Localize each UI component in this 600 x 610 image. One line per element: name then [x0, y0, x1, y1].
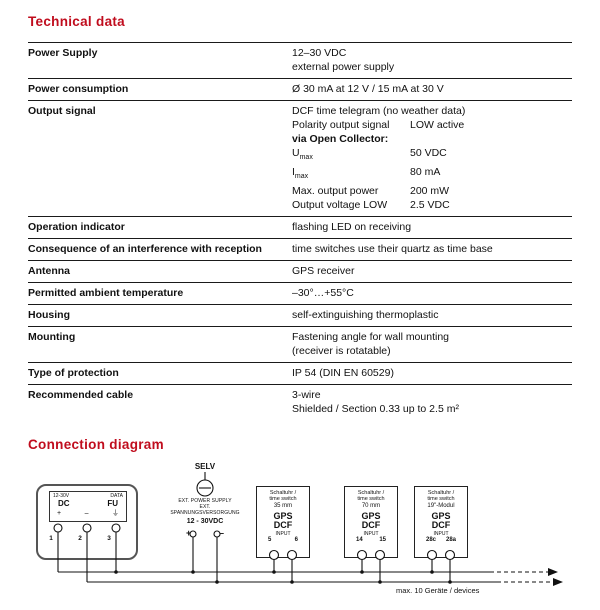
supply-caption-de: EXT. SPANNUNGSVERSORGUNG	[170, 504, 240, 517]
row-value: DCF time telegram (no weather data) Pola…	[292, 105, 466, 212]
table-row: Type of protection IP 54 (DIN EN 60529)	[28, 362, 572, 384]
time-switch-70mm: Schaltuhr / time switch 70 mm GPS DCF IN…	[344, 486, 398, 559]
page-title: Technical data	[28, 14, 125, 29]
arrow-right-icon	[553, 578, 563, 587]
table-row: Antenna GPS receiver	[28, 260, 572, 282]
table-row: Output signal DCF time telegram (no weat…	[28, 100, 572, 216]
gps-receiver-device: 12-30V DATA DC FU + – ⏚ 1 2 3	[36, 484, 138, 561]
row-value: 12–30 VDC external power supply	[292, 47, 395, 73]
device-voltage-label: 12-30V	[53, 493, 70, 500]
row-label: Power Supply	[28, 47, 98, 59]
max-devices-note: max. 10 Geräte / devices	[396, 586, 480, 596]
row-label: Recommended cable	[28, 389, 134, 402]
table-row: Mounting Fastening angle for wall mounti…	[28, 326, 572, 362]
row-value: 3-wire Shielded / Section 0.33 up to 2.5…	[292, 389, 459, 416]
table-row: Consequence of an interference with rece…	[28, 238, 572, 260]
table-row: Housing self-extinguishing thermoplastic	[28, 304, 572, 326]
supply-caption-en: EXT. POWER SUPPLY	[178, 498, 232, 505]
table-row: Operation indicator flashing LED on rece…	[28, 216, 572, 238]
row-value: flashing LED on receiving	[292, 221, 412, 234]
time-switch-19inch: Schaltuhr / time switch 19"-Modul GPS DC…	[414, 486, 468, 559]
table-row: Recommended cable 3-wire Shielded / Sect…	[28, 384, 572, 420]
device-data-label: DATA	[110, 493, 123, 500]
minus-symbol: –	[84, 510, 89, 518]
external-power-supply: SELV EXT. POWER SUPPLY EXT. SPANNUNGSVER…	[168, 462, 242, 538]
row-label: Power consumption	[28, 83, 129, 95]
plus-symbol: +	[57, 510, 62, 518]
row-label: Output signal	[28, 105, 96, 117]
connection-diagram: 12-30V DATA DC FU + – ⏚ 1 2 3	[0, 458, 600, 610]
diagram-title: Connection diagram	[28, 437, 164, 453]
table-row: Power Supply 12–30 VDC external power su…	[28, 42, 572, 78]
device-terminal-numbers: 1 2 3	[49, 535, 111, 543]
table-row: Power consumption Ø 30 mA at 12 V / 15 m…	[28, 78, 572, 100]
row-label: Housing	[28, 309, 70, 322]
row-value: IP 54 (DIN EN 60529)	[292, 367, 394, 380]
row-label: Type of protection	[28, 367, 119, 380]
row-value: Fastening angle for wall mounting (recei…	[292, 331, 450, 358]
arrow-right-icon	[548, 568, 558, 577]
device-fu-label: FU	[107, 499, 118, 509]
supply-symbol-space	[168, 472, 242, 498]
row-label: Permitted ambient temperature	[28, 287, 184, 300]
device-terminal-block: 12-30V DATA DC FU + – ⏚	[49, 491, 127, 523]
selv-label: SELV	[194, 462, 216, 472]
row-label: Consequence of an interference with rece…	[28, 243, 262, 256]
row-value: Ø 30 mA at 12 V / 15 mA at 30 V	[292, 83, 444, 95]
technical-data-table: Power Supply 12–30 VDC external power su…	[28, 42, 572, 420]
device-dc-label: DC	[58, 499, 70, 509]
row-value: –30°…+55°C	[292, 287, 354, 300]
supply-voltage: 12 - 30VDC	[186, 518, 224, 526]
row-value: time switches use their quartz as time b…	[292, 243, 493, 256]
row-value: GPS receiver	[292, 265, 355, 278]
table-row: Permitted ambient temperature –30°…+55°C	[28, 282, 572, 304]
supply-minus: –	[218, 528, 224, 539]
row-label: Operation indicator	[28, 221, 125, 234]
ground-symbol: ⏚	[112, 510, 119, 518]
time-switch-35mm: Schaltuhr / time switch 35 mm GPS DCF IN…	[256, 486, 310, 559]
row-value: self-extinguishing thermoplastic	[292, 309, 439, 322]
row-label: Mounting	[28, 331, 76, 344]
supply-plus: +	[186, 528, 192, 539]
row-label: Antenna	[28, 265, 70, 278]
